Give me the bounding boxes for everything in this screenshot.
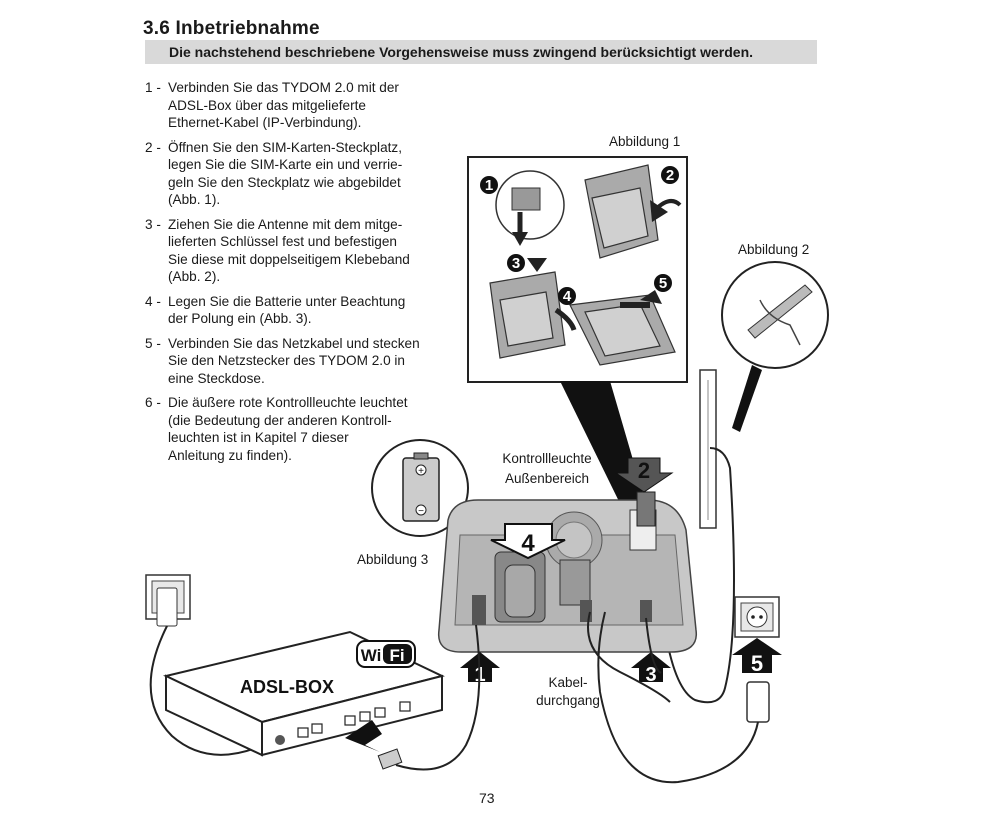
adsl-box-label: ADSL-BOX (240, 677, 334, 697)
label-durchgang: durchgang (536, 693, 600, 708)
svg-text:−: − (418, 506, 424, 517)
figure-2-antenna (664, 261, 829, 704)
figure-1-label: Abbildung 1 (609, 134, 681, 149)
figure-1-marker: 5 (659, 275, 667, 292)
figure-2-label: Abbildung 2 (738, 242, 810, 257)
step-text: Verbinden Sie das Netzkabel und stecken … (168, 335, 420, 386)
arrow-marker: 2 (638, 458, 650, 483)
ethernet-cable (377, 611, 671, 771)
page-number: 73 (479, 790, 495, 806)
adsl-box: ADSL-BOX Wi Fi (163, 630, 445, 757)
step-number: 6 - (145, 395, 161, 410)
step-text: Öffnen Sie den SIM-Karten-Steckplatz, le… (168, 139, 403, 208)
figure-1-sim-slot: 1 2 3 4 5 (467, 156, 688, 530)
step-text: Die äußere rote Kontrollleuchte leuchtet… (168, 395, 408, 463)
step-text: Verbinden Sie das TYDOM 2.0 mit der ADSL… (168, 80, 399, 130)
tydom-device: 4 2 (437, 457, 698, 653)
step-number: 2 - (145, 139, 161, 155)
arrow-marker: 3 (645, 664, 656, 686)
svg-text:+: + (418, 466, 424, 477)
wifi-label-wi: Wi (361, 646, 382, 665)
wifi-label-fi: Fi (389, 646, 404, 665)
label-kabel: Kabel- (548, 675, 587, 690)
step-item: 1 - Verbinden Sie das TYDOM 2.0 mit der A… (145, 79, 455, 132)
step-item: 3 - Ziehen Sie die Antenne mit dem mitge-… (145, 216, 455, 286)
step-item: 5 - Verbinden Sie das Netzkabel und steck… (145, 335, 455, 388)
step-number: 3 - (145, 216, 161, 232)
section-title: 3.6 Inbetriebnahme (143, 18, 320, 39)
wall-socket-right (597, 596, 780, 784)
label-aussenbereich: Außenbereich (505, 471, 589, 486)
step-item: 2 - Öffnen Sie den SIM-Karten-Steckplatz,… (145, 139, 455, 209)
step-number: 4 - (145, 293, 161, 309)
figure-1-marker: 2 (666, 167, 674, 184)
step-number: 1 - (145, 80, 161, 95)
arrow-marker: 4 (521, 530, 535, 557)
label-kontrollleuchte: Kontrollleuchte (502, 451, 591, 466)
step-item: 6 - Die äußere rote Kontrollleuchte leuch… (145, 394, 455, 464)
step-list: 1 - Verbinden Sie das TYDOM 2.0 mit der A… (145, 79, 455, 471)
step-text: Legen Sie die Batterie unter Beachtung d… (168, 293, 406, 327)
wall-socket-left (145, 574, 273, 756)
figure-3-label: Abbildung 3 (357, 552, 429, 567)
figure-1-marker: 4 (563, 288, 572, 305)
step-item: 4 - Legen Sie die Batterie unter Beachtun… (145, 293, 455, 328)
step-text: Ziehen Sie die Antenne mit dem mitge- li… (168, 216, 410, 285)
figure-1-marker: 3 (512, 255, 520, 272)
notice-banner: Die nachstehend beschriebene Vorgehenswe… (145, 40, 817, 64)
step-number: 5 - (145, 335, 161, 351)
figure-1-marker: 1 (485, 177, 493, 194)
arrow-marker: 5 (751, 651, 763, 676)
